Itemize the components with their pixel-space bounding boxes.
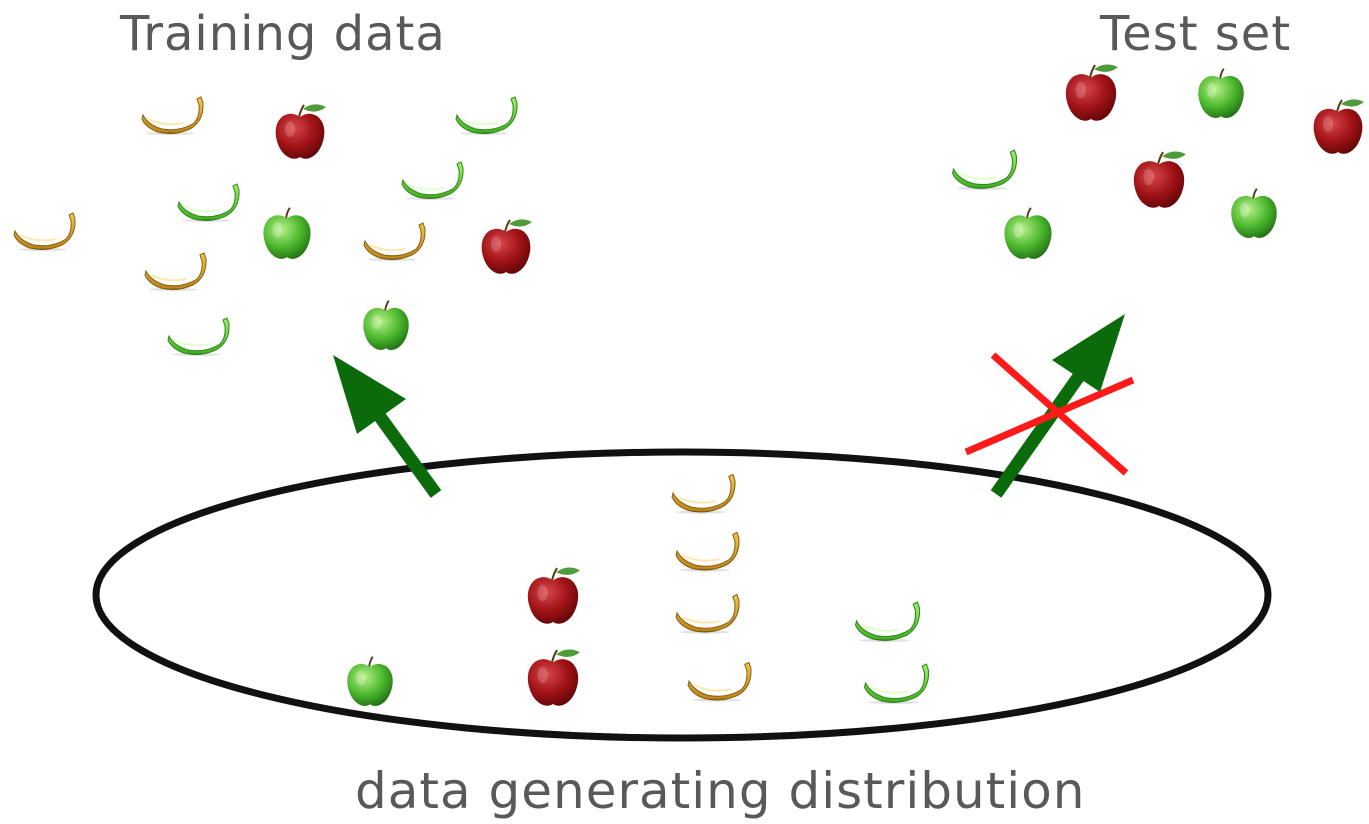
green-banana-icon xyxy=(166,316,231,356)
green-banana-icon xyxy=(400,160,465,200)
distribution-fruits xyxy=(346,473,930,707)
green-banana-icon xyxy=(854,600,921,642)
yellow-banana-icon xyxy=(671,473,736,514)
red-apple-icon xyxy=(1064,63,1119,122)
green-apple-icon xyxy=(1003,206,1053,260)
green-banana-icon xyxy=(951,148,1018,190)
green-apple-icon xyxy=(262,206,312,260)
test-set-title: Test set xyxy=(1100,6,1292,62)
yellow-banana-icon xyxy=(12,211,76,252)
test-set-fruits xyxy=(951,63,1366,260)
red-apple-icon xyxy=(274,103,328,160)
yellow-banana-icon xyxy=(141,96,204,135)
red-cross-icon xyxy=(964,352,1135,476)
training-data-fruits xyxy=(12,95,534,356)
green-apple-icon xyxy=(1197,67,1245,119)
red-apple-icon xyxy=(526,648,581,707)
yellow-banana-icon xyxy=(675,531,740,572)
green-apple-icon xyxy=(346,655,394,707)
green-banana-icon xyxy=(454,95,519,135)
green-apple-icon xyxy=(1230,187,1278,239)
red-apple-icon xyxy=(1312,98,1366,155)
red-apple-icon xyxy=(480,218,534,275)
test-sample-arrow-icon xyxy=(990,314,1125,498)
distribution-label: data generating distribution xyxy=(355,762,1086,820)
distribution-ellipse xyxy=(92,448,1272,742)
yellow-banana-icon xyxy=(143,251,207,292)
yellow-banana-icon xyxy=(362,221,426,262)
green-apple-icon xyxy=(362,299,410,351)
yellow-banana-icon xyxy=(675,593,740,634)
green-banana-icon xyxy=(176,182,241,222)
green-banana-icon xyxy=(863,662,930,704)
red-apple-icon xyxy=(526,566,581,625)
yellow-banana-icon xyxy=(687,661,752,702)
training-data-title: Training data xyxy=(120,6,446,62)
training-sample-arrow-icon xyxy=(333,355,442,498)
red-apple-icon xyxy=(1132,150,1187,209)
